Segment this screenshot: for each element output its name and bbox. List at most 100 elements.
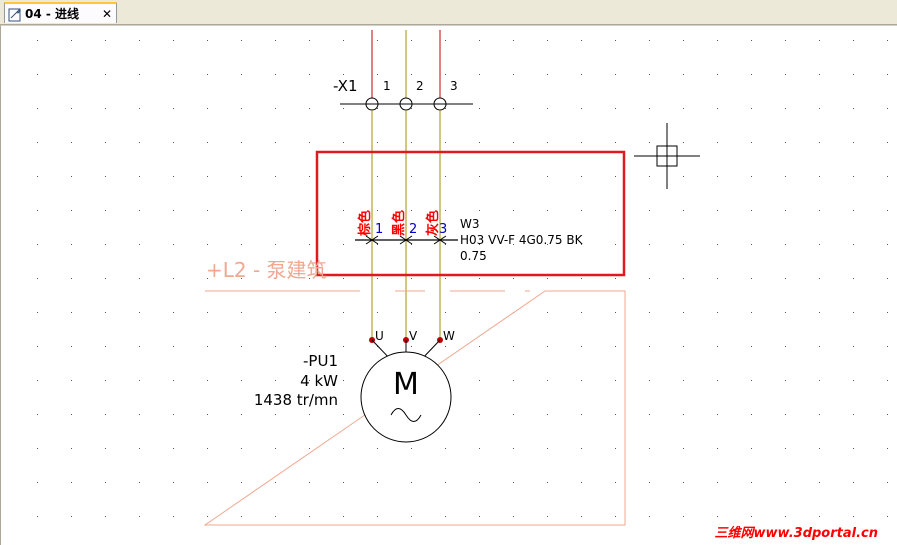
grid-dot	[751, 278, 752, 279]
grid-dot	[479, 210, 480, 211]
grid-dot	[853, 278, 854, 279]
grid-dot	[71, 40, 72, 41]
grid-dot	[445, 278, 446, 279]
grid-dot	[207, 482, 208, 483]
grid-dot	[377, 210, 378, 211]
grid-dot	[683, 516, 684, 517]
grid-dot	[309, 516, 310, 517]
grid-dot	[785, 346, 786, 347]
grid-dot	[615, 312, 616, 313]
grid-dot	[547, 380, 548, 381]
grid-dot	[887, 516, 888, 517]
grid-dot	[343, 244, 344, 245]
grid-dot	[887, 448, 888, 449]
grid-dot	[377, 108, 378, 109]
grid-dot	[411, 176, 412, 177]
grid-dot	[615, 108, 616, 109]
grid-dot	[139, 176, 140, 177]
grid-dot	[751, 244, 752, 245]
grid-dot	[717, 516, 718, 517]
grid-dot	[717, 312, 718, 313]
grid-dot	[513, 414, 514, 415]
grid-dot	[411, 482, 412, 483]
motor-terminals[interactable]	[369, 337, 443, 363]
grid-dot	[377, 482, 378, 483]
grid-dot	[581, 244, 582, 245]
terminal-strip-x1[interactable]	[340, 97, 473, 111]
grid-dot	[547, 346, 548, 347]
grid-dot	[445, 210, 446, 211]
grid-dot	[207, 142, 208, 143]
grid-dot	[173, 312, 174, 313]
grid-dot	[105, 448, 106, 449]
close-icon[interactable]: ✕	[101, 6, 112, 21]
grid-dot	[615, 244, 616, 245]
tab-04-incoming[interactable]: 04 - 进线 ✕	[4, 2, 117, 23]
grid-dot	[819, 244, 820, 245]
grid-dot	[513, 244, 514, 245]
grid-dot	[105, 278, 106, 279]
grid-dot	[581, 74, 582, 75]
grid-dot	[819, 312, 820, 313]
grid-dot	[853, 108, 854, 109]
grid-dot	[785, 142, 786, 143]
grid-dot	[853, 142, 854, 143]
grid-dot	[479, 414, 480, 415]
grid-dot	[683, 74, 684, 75]
grid-dots	[37, 40, 888, 517]
grid-dot	[207, 448, 208, 449]
grid-dot	[71, 448, 72, 449]
conductor-number-3: 3	[439, 222, 447, 237]
grid-dot	[853, 312, 854, 313]
grid-dot	[751, 516, 752, 517]
grid-dot	[241, 516, 242, 517]
grid-dot	[173, 40, 174, 41]
grid-dot	[581, 482, 582, 483]
grid-dot	[173, 482, 174, 483]
drawing-canvas[interactable]	[0, 25, 897, 545]
grid-dot	[71, 414, 72, 415]
grid-dot	[819, 40, 820, 41]
crosshair-cursor-icon	[634, 123, 700, 189]
grid-dot	[615, 74, 616, 75]
grid-dot	[105, 176, 106, 177]
grid-dot	[751, 74, 752, 75]
grid-dot	[581, 278, 582, 279]
motor-symbol[interactable]	[360, 351, 452, 443]
grid-dot	[139, 516, 140, 517]
grid-dot	[785, 244, 786, 245]
grid-dot	[37, 108, 38, 109]
grid-dot	[139, 142, 140, 143]
grid-dot	[105, 142, 106, 143]
grid-dot	[853, 244, 854, 245]
grid-dot	[819, 142, 820, 143]
grid-dot	[343, 210, 344, 211]
grid-dot	[309, 74, 310, 75]
grid-dot	[683, 448, 684, 449]
grid-dot	[139, 108, 140, 109]
grid-dot	[683, 482, 684, 483]
grid-dot	[547, 74, 548, 75]
grid-dot	[683, 176, 684, 177]
grid-dot	[853, 380, 854, 381]
grid-dot	[173, 278, 174, 279]
grid-dot	[479, 74, 480, 75]
grid-dot	[411, 142, 412, 143]
grid-dot	[683, 346, 684, 347]
grid-dot	[275, 482, 276, 483]
grid-dot	[309, 312, 310, 313]
grid-dot	[343, 448, 344, 449]
grid-dot	[785, 380, 786, 381]
grid-dot	[105, 380, 106, 381]
grid-dot	[309, 176, 310, 177]
grid-dot	[547, 40, 548, 41]
cable-w3-symbol[interactable]	[355, 235, 458, 245]
grid-dot	[547, 516, 548, 517]
grid-dot	[71, 482, 72, 483]
grid-dot	[785, 482, 786, 483]
grid-dot	[377, 74, 378, 75]
grid-dot	[785, 312, 786, 313]
grid-dot	[853, 346, 854, 347]
grid-dot	[139, 210, 140, 211]
